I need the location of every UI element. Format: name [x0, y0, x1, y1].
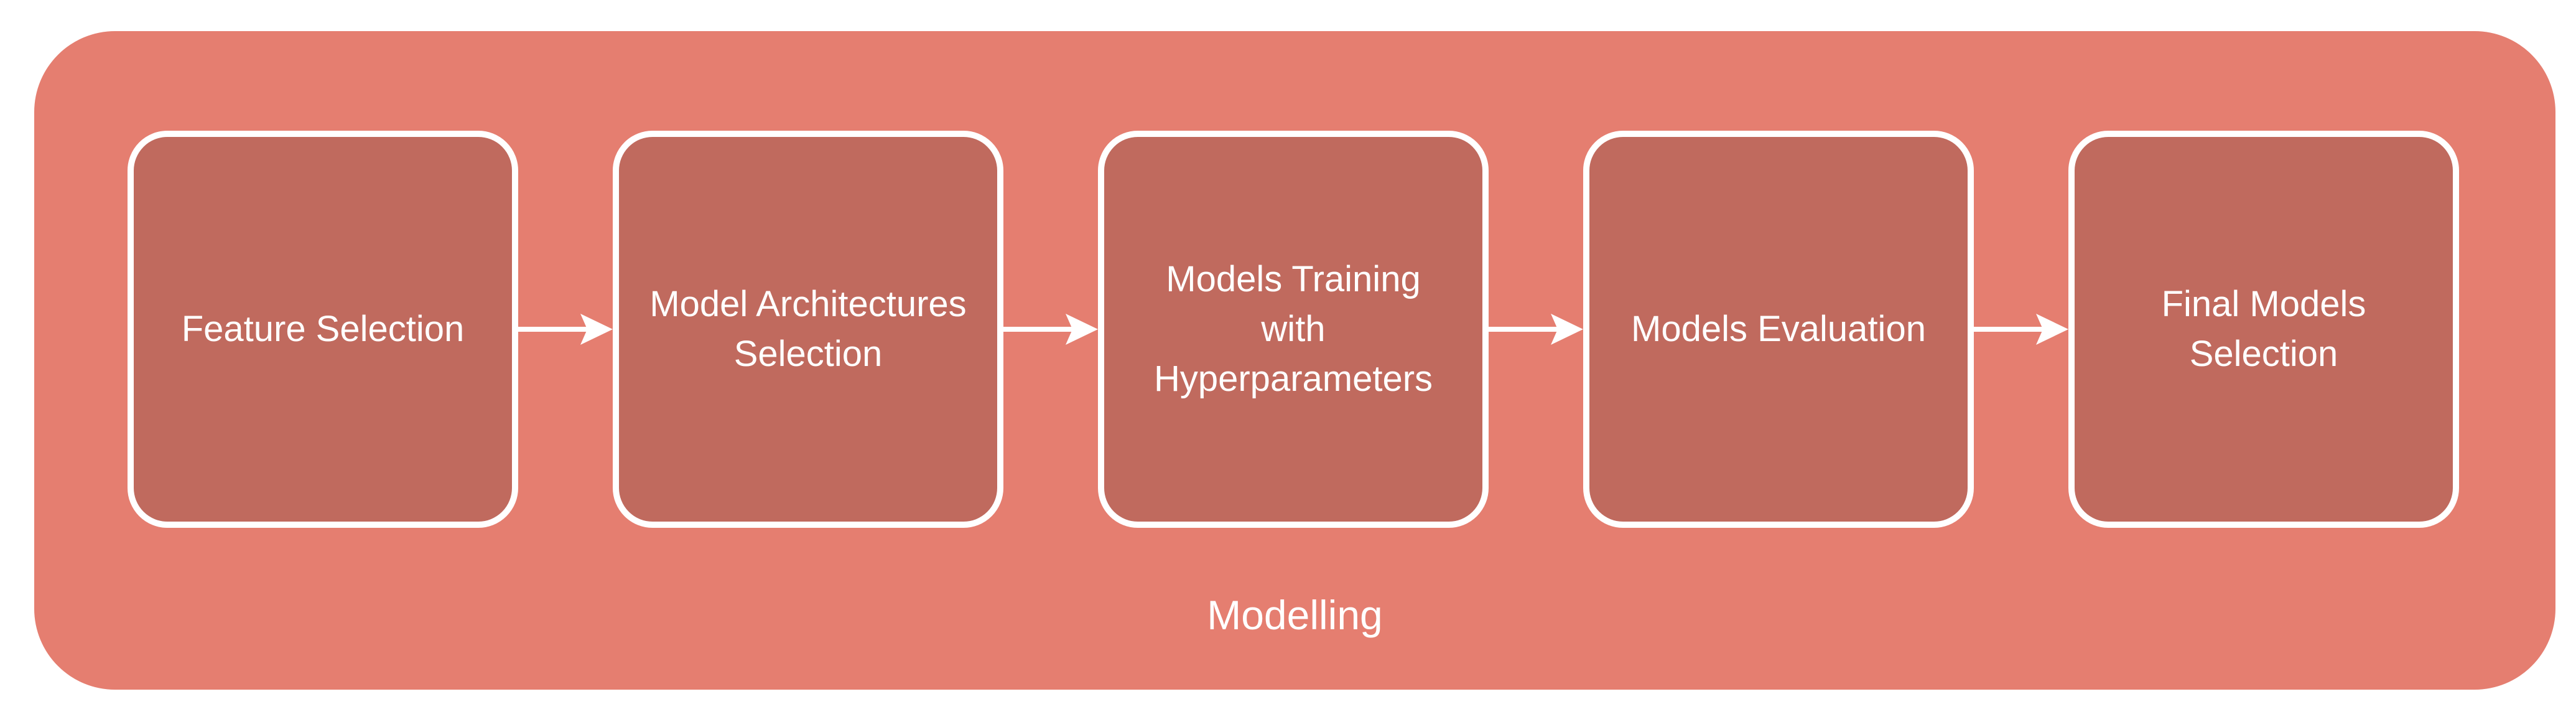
- arrow-right-icon: [518, 131, 613, 528]
- step-model-architectures-selection-label: Model Architectures Selection: [649, 283, 967, 374]
- step-final-models-selection: Final Models Selection: [2068, 131, 2459, 528]
- arrow-right-icon: [1489, 131, 1583, 528]
- step-final-models-selection-label: Final Models Selection: [2161, 283, 2366, 374]
- step-models-evaluation-label: Models Evaluation: [1631, 308, 1926, 349]
- step-model-architectures-selection: Model Architectures Selection: [613, 131, 1003, 528]
- arrow-right-icon: [1003, 131, 1098, 528]
- step-models-evaluation: Models Evaluation: [1583, 131, 1974, 528]
- pipeline-row: Feature Selection Model Architectures Se…: [128, 131, 2459, 528]
- step-models-training-with-hyperparameters-label: Models Training with Hyperparameters: [1153, 258, 1433, 400]
- step-feature-selection-label: Feature Selection: [181, 308, 465, 349]
- arrow-right-icon: [1974, 131, 2068, 528]
- step-feature-selection: Feature Selection: [128, 131, 518, 528]
- modelling-stage-container: Feature Selection Model Architectures Se…: [34, 31, 2555, 690]
- step-models-training-with-hyperparameters: Models Training with Hyperparameters: [1098, 131, 1489, 528]
- stage-title: Modelling: [1207, 592, 1383, 638]
